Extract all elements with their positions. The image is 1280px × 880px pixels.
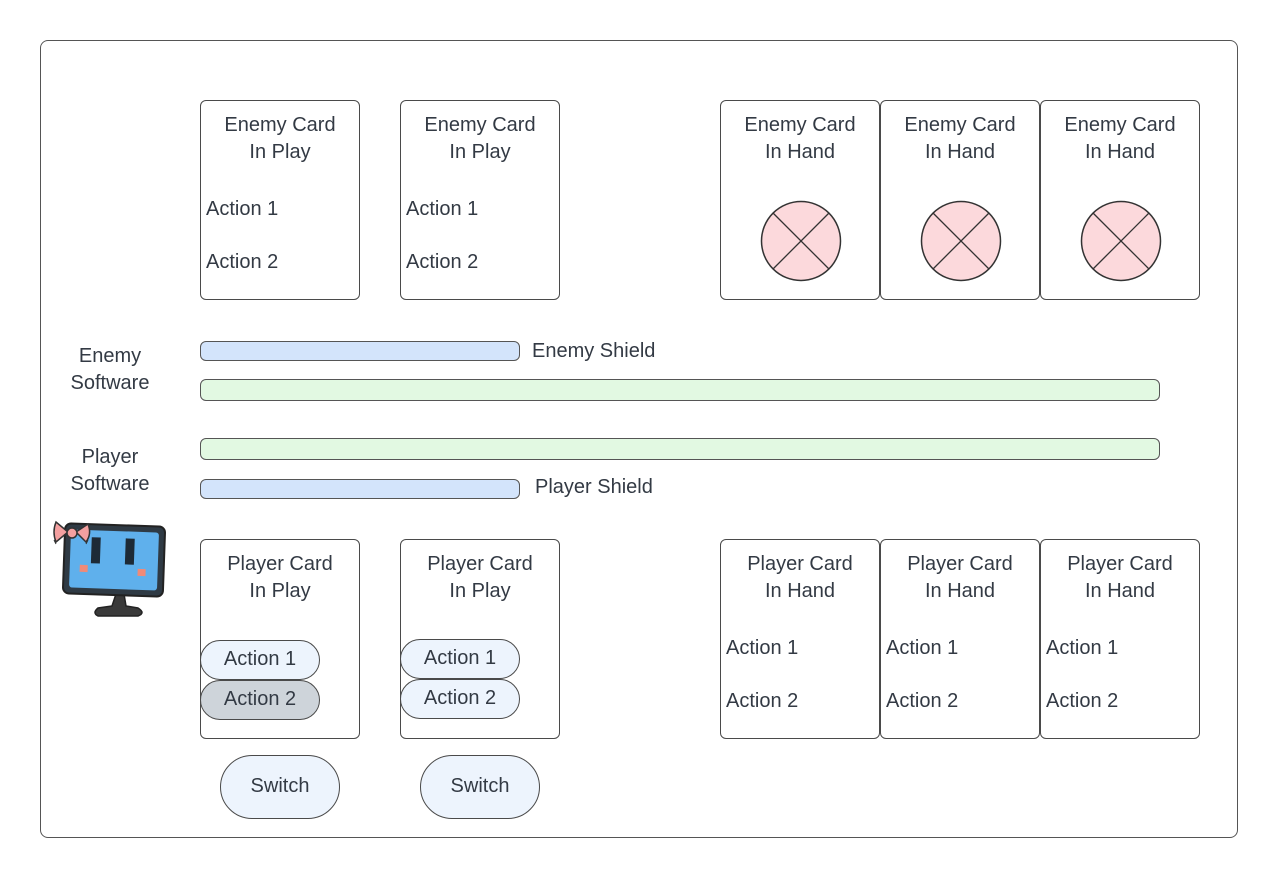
crossed-circle-icon bbox=[920, 200, 1002, 282]
player-card-in-play-1[interactable]: Player Card In Play Action 1 Action 2 bbox=[200, 539, 360, 739]
card-title: Player Card In Hand bbox=[747, 553, 853, 602]
card-title: Enemy Card In Hand bbox=[904, 114, 1016, 163]
action-2-label: Action 2 bbox=[206, 251, 279, 273]
action-2-label: Action 2 bbox=[726, 690, 799, 712]
action-2-button[interactable]: Action 2 bbox=[400, 679, 520, 719]
card-title: Player Card In Play bbox=[227, 553, 333, 602]
action-2-button[interactable]: Action 2 bbox=[200, 680, 320, 720]
crossed-circle-icon bbox=[760, 200, 842, 282]
enemy-card-in-play-2: Enemy Card In Play Action 1 Action 2 bbox=[400, 100, 560, 300]
action-1-label: Action 1 bbox=[206, 198, 279, 220]
player-software-bar bbox=[200, 438, 1160, 460]
player-shield-bar bbox=[200, 479, 520, 499]
action-1-label: Action 1 bbox=[886, 637, 959, 659]
enemy-shield-label: Enemy Shield bbox=[532, 340, 656, 362]
action-1-label: Action 1 bbox=[406, 198, 479, 220]
card-title: Enemy Card In Hand bbox=[744, 114, 856, 163]
enemy-software-label: Enemy Software bbox=[70, 345, 150, 394]
player-software-label: Player Software bbox=[70, 446, 150, 495]
action-1-button[interactable]: Action 1 bbox=[200, 640, 320, 680]
action-1-label: Action 1 bbox=[726, 637, 799, 659]
enemy-card-in-hand-3: Enemy Card In Hand bbox=[1040, 100, 1200, 300]
enemy-software-bar bbox=[200, 379, 1160, 401]
card-title: Enemy Card In Play bbox=[224, 114, 336, 163]
action-2-label: Action 2 bbox=[886, 690, 959, 712]
action-2-label: Action 2 bbox=[1046, 690, 1119, 712]
game-board bbox=[40, 40, 1238, 838]
monitor-with-bow-icon bbox=[53, 520, 166, 617]
card-title: Player Card In Play bbox=[427, 553, 533, 602]
player-card-in-play-2[interactable]: Player Card In Play Action 1 Action 2 bbox=[400, 539, 560, 739]
enemy-card-in-hand-2: Enemy Card In Hand bbox=[880, 100, 1040, 300]
card-title: Enemy Card In Play bbox=[424, 114, 536, 163]
card-title: Player Card In Hand bbox=[907, 553, 1013, 602]
switch-button[interactable]: Switch bbox=[220, 755, 340, 819]
action-2-label: Action 2 bbox=[406, 251, 479, 273]
player-card-in-hand-3[interactable]: Player Card In Hand Action 1 Action 2 bbox=[1040, 539, 1200, 739]
player-shield-label: Player Shield bbox=[535, 476, 653, 498]
player-card-in-hand-1[interactable]: Player Card In Hand Action 1 Action 2 bbox=[720, 539, 880, 739]
switch-button[interactable]: Switch bbox=[420, 755, 540, 819]
action-1-button[interactable]: Action 1 bbox=[400, 639, 520, 679]
enemy-card-in-play-1: Enemy Card In Play Action 1 Action 2 bbox=[200, 100, 360, 300]
enemy-card-in-hand-1: Enemy Card In Hand bbox=[720, 100, 880, 300]
action-1-label: Action 1 bbox=[1046, 637, 1119, 659]
crossed-circle-icon bbox=[1080, 200, 1162, 282]
enemy-shield-bar bbox=[200, 341, 520, 361]
card-title: Enemy Card In Hand bbox=[1064, 114, 1176, 163]
card-title: Player Card In Hand bbox=[1067, 553, 1173, 602]
player-card-in-hand-2[interactable]: Player Card In Hand Action 1 Action 2 bbox=[880, 539, 1040, 739]
